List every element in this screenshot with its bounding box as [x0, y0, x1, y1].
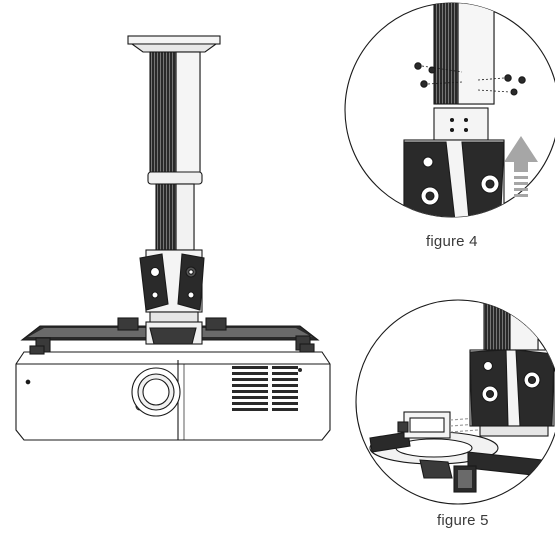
- figure-4-detail: [344, 2, 555, 218]
- lower-joint: [403, 139, 505, 217]
- projector-vents: [232, 366, 302, 411]
- upper-tube: [433, 3, 495, 105]
- tilt-joint: [139, 249, 205, 325]
- main-mount-assembly: [15, 35, 331, 441]
- inner-extension-tube: [155, 183, 195, 251]
- figure-4-caption: figure 4: [426, 233, 478, 250]
- detail-joint: [469, 349, 555, 437]
- detail-tube: [483, 300, 539, 351]
- slide-adapter: [397, 411, 479, 439]
- connector-block: [433, 107, 489, 141]
- spider-bracket: [20, 317, 320, 353]
- projector-lens: [131, 367, 181, 417]
- outer-extension-tube: [147, 51, 203, 185]
- mounting-screws: [414, 62, 526, 96]
- ceiling-plate: [127, 35, 221, 53]
- direction-up-arrow-icon: [504, 136, 538, 197]
- figure-5-caption: figure 5: [437, 512, 489, 529]
- figure-5-detail: [355, 299, 555, 505]
